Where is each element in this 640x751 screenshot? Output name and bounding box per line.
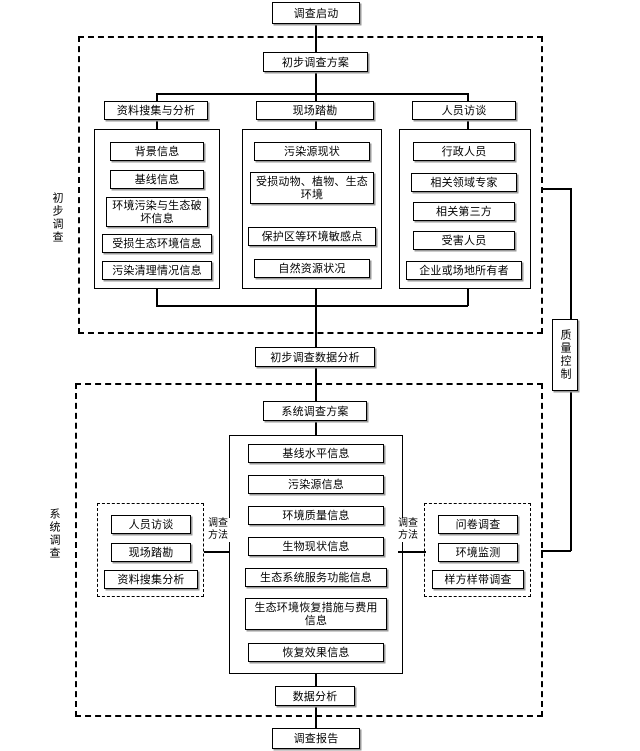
item-col1-3: 受损生态环境信息 bbox=[102, 234, 212, 253]
item-right-method-0: 问卷调查 bbox=[438, 515, 518, 534]
node-col2-header: 现场踏勘 bbox=[256, 101, 374, 120]
item-col3-4: 企业或场地所有者 bbox=[406, 261, 522, 280]
item-right-method-1: 环境监测 bbox=[438, 543, 518, 562]
item-sys-6: 恢复效果信息 bbox=[248, 643, 384, 662]
connector-merge-bus bbox=[156, 305, 468, 307]
connector-bus-to-col3 bbox=[467, 93, 469, 102]
connector-col2-header-down bbox=[315, 120, 317, 129]
item-col3-2: 相关第三方 bbox=[413, 202, 515, 221]
node-start: 调查启动 bbox=[272, 2, 360, 24]
connector-col1-down bbox=[156, 289, 158, 306]
connector-bus-to-col1 bbox=[156, 93, 158, 102]
item-sys-2: 环境质量信息 bbox=[248, 506, 384, 525]
item-left-method-0: 人员访谈 bbox=[111, 515, 191, 534]
connector-col3-header-down bbox=[467, 120, 469, 129]
item-sys-0: 基线水平信息 bbox=[248, 444, 384, 463]
item-col2-1: 受损动物、植物、生态环境 bbox=[250, 172, 374, 204]
connector-col3-down bbox=[467, 289, 469, 306]
connector-qc-bottom-h bbox=[541, 550, 571, 552]
item-sys-4: 生态系统服务功能信息 bbox=[245, 568, 387, 587]
connector-sysplan-down bbox=[315, 421, 317, 436]
item-sys-3: 生物现状信息 bbox=[248, 537, 384, 556]
connector-bus-to-col2 bbox=[315, 93, 317, 102]
node-end: 调查报告 bbox=[272, 728, 360, 749]
node-col3-header: 人员访谈 bbox=[412, 101, 516, 120]
connector-merge-down bbox=[315, 289, 317, 347]
item-right-method-2: 样方样带调查 bbox=[432, 570, 524, 589]
item-col2-2: 保护区等环境敏感点 bbox=[248, 227, 376, 246]
item-col1-2: 环境污染与生态破坏信息 bbox=[106, 197, 208, 227]
connector-col1-header-down bbox=[156, 120, 158, 129]
item-col1-1: 基线信息 bbox=[110, 170, 204, 189]
section-preliminary-label: 初步调查 bbox=[51, 192, 64, 244]
node-col1-header: 资料搜集与分析 bbox=[104, 101, 208, 120]
connector-plan-bus bbox=[156, 93, 468, 95]
group-right-methods-border bbox=[424, 503, 531, 597]
connector-plan-down bbox=[315, 72, 317, 94]
connector-left-methods-to-center bbox=[204, 551, 230, 553]
connector-qc-top-v bbox=[570, 188, 572, 319]
node-preliminary-analysis: 初步调查数据分析 bbox=[255, 347, 375, 367]
item-col3-3: 受害人员 bbox=[413, 231, 515, 250]
connector-analysis-down bbox=[315, 367, 317, 401]
node-data-analysis: 数据分析 bbox=[275, 686, 355, 706]
node-quality-control: 质量控制 bbox=[552, 319, 578, 391]
connector-sysgroup-down bbox=[315, 674, 317, 686]
item-col3-1: 相关领域专家 bbox=[411, 173, 517, 192]
item-col1-4: 污染清理情况信息 bbox=[102, 261, 212, 280]
connector-start-to-plan bbox=[315, 24, 317, 52]
node-systematic-plan: 系统调查方案 bbox=[263, 401, 367, 421]
label-method-left: 调查方法 bbox=[206, 518, 230, 542]
label-method-right: 调查方法 bbox=[396, 518, 420, 542]
connector-right-methods-to-center bbox=[398, 551, 426, 553]
section-systematic-label: 系统调查 bbox=[48, 508, 61, 560]
item-col2-3: 自然资源状况 bbox=[254, 259, 370, 278]
item-sys-1: 污染源信息 bbox=[248, 475, 384, 494]
item-col2-0: 污染源现状 bbox=[254, 142, 370, 161]
connector-qc-top-h bbox=[543, 188, 571, 190]
item-left-method-2: 资料搜集分析 bbox=[104, 570, 198, 589]
item-col1-0: 背景信息 bbox=[110, 142, 204, 161]
connector-qc-bottom-v bbox=[570, 391, 572, 551]
node-preliminary-plan: 初步调查方案 bbox=[263, 52, 368, 72]
item-sys-5: 生态环境恢复措施与费用信息 bbox=[245, 598, 387, 630]
item-col3-0: 行政人员 bbox=[413, 142, 515, 161]
connector-dataanalysis-down bbox=[315, 706, 317, 728]
group-left-methods-border bbox=[97, 503, 204, 597]
item-left-method-1: 现场踏勘 bbox=[111, 543, 191, 562]
section-preliminary-border bbox=[78, 36, 543, 334]
